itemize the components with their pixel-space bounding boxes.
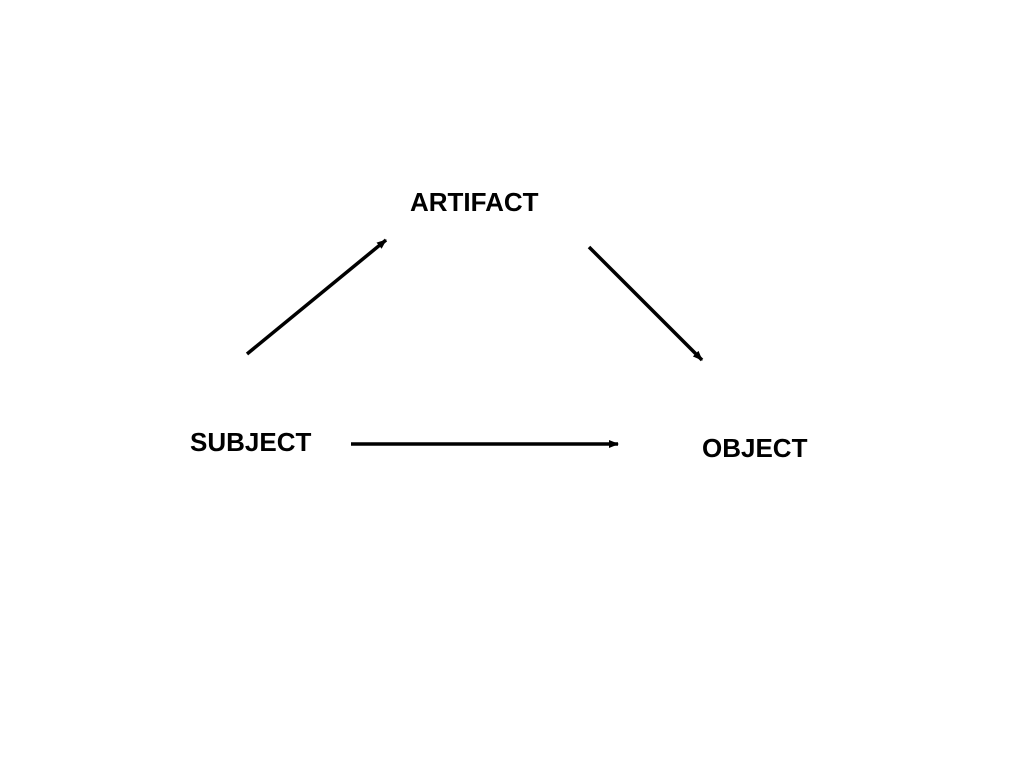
arrow-subject-to-artifact bbox=[245, 238, 388, 356]
arrow-artifact-to-object bbox=[587, 245, 704, 362]
node-subject-label: SUBJECT bbox=[190, 427, 312, 457]
node-artifact-label: ARTIFACT bbox=[410, 187, 539, 217]
node-object-label: OBJECT bbox=[702, 433, 808, 463]
